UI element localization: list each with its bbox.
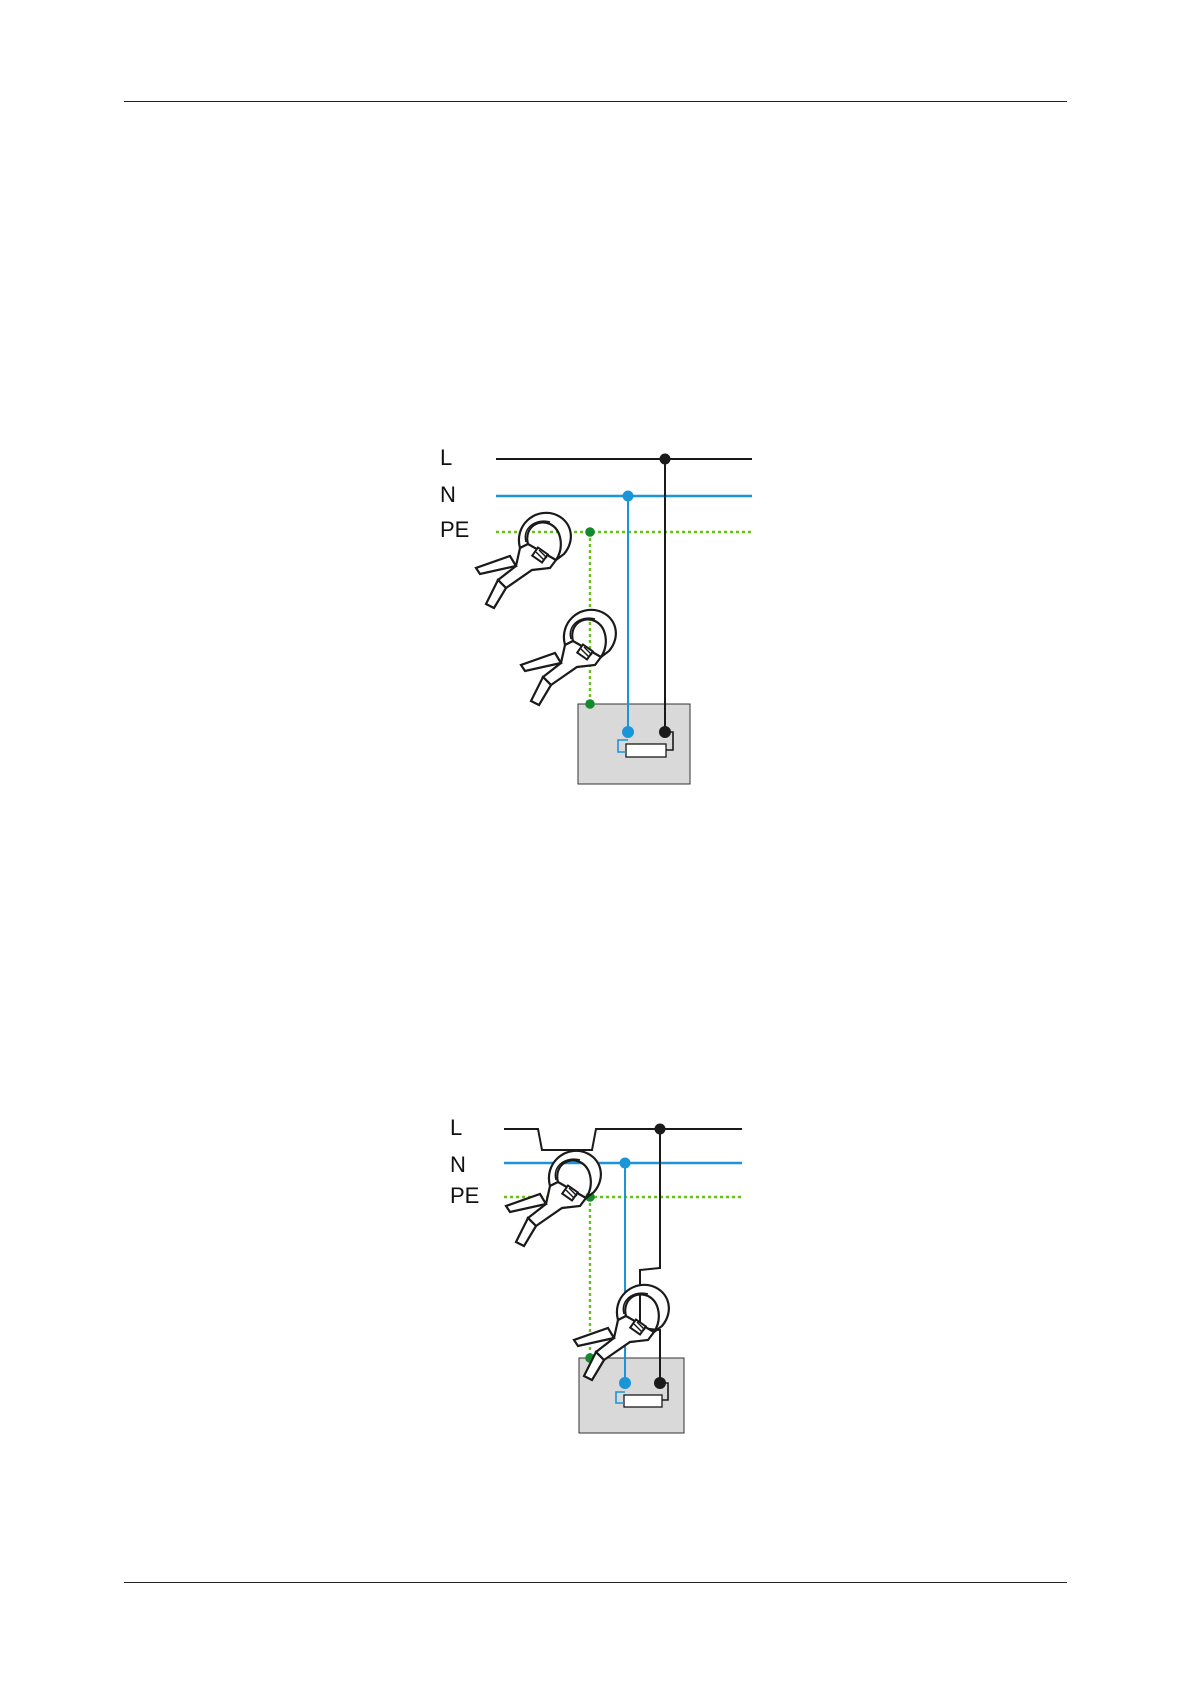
clamp-meter-icon bbox=[506, 1151, 601, 1246]
label-N: N bbox=[440, 482, 456, 507]
footer-rule bbox=[124, 1582, 1067, 1583]
clamp-meter-icon bbox=[521, 610, 616, 705]
diagram-1: L N PE bbox=[440, 445, 752, 784]
label-N: N bbox=[450, 1152, 466, 1177]
device-load bbox=[624, 1395, 662, 1407]
node-N bbox=[620, 1158, 631, 1169]
diagram-2: L N PE bbox=[450, 1115, 742, 1433]
node-L bbox=[655, 1124, 666, 1135]
node-PE bbox=[585, 527, 595, 537]
label-L: L bbox=[450, 1115, 462, 1140]
device-load bbox=[626, 744, 666, 757]
clamp-meter-icon bbox=[476, 513, 571, 608]
conductor-L bbox=[504, 1129, 742, 1150]
label-L: L bbox=[440, 445, 452, 470]
node-L bbox=[660, 454, 671, 465]
node-N bbox=[623, 491, 634, 502]
label-PE: PE bbox=[440, 517, 469, 542]
label-PE: PE bbox=[450, 1183, 479, 1208]
